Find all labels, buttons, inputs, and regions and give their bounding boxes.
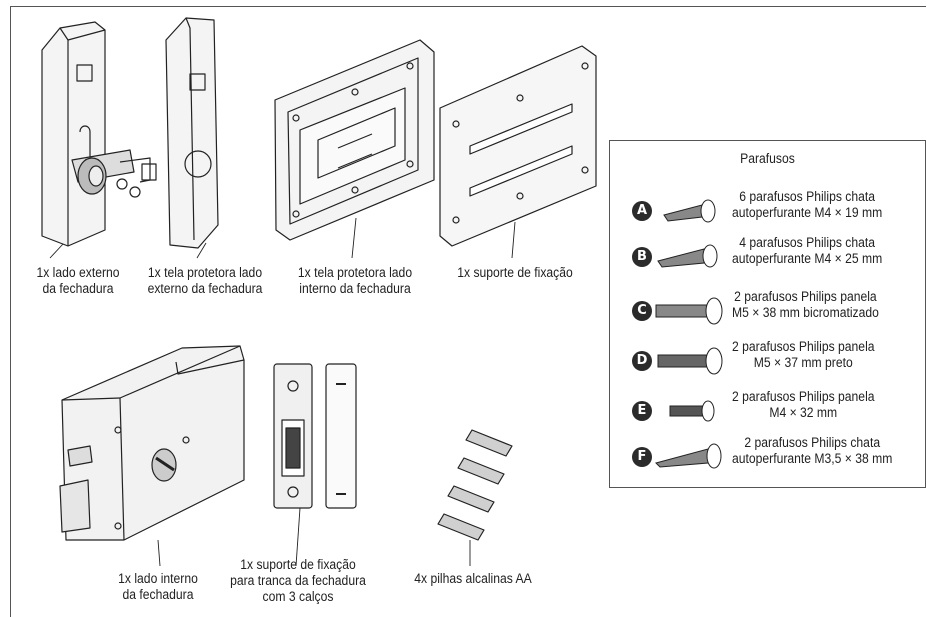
screw-f-text: 2 parafusos Philips chata autoperfurante… [732,435,893,466]
badge-e: E [632,401,652,421]
screw-d-icon [657,347,723,375]
screws-title: Parafusos [740,151,795,166]
badge-f: F [632,447,652,467]
screw-a-icon [663,199,716,223]
caption-pilhas: 4x pilhas alcalinas AA [414,571,532,586]
screw-row-c: C 2 parafusos Philips panela M5 × 38 mm … [610,285,925,333]
screw-c-icon [655,297,723,325]
frame-top-line [10,6,926,7]
screw-b-text: 4 parafusos Philips chata autoperfurante… [732,235,883,266]
badge-c: C [632,301,652,321]
screw-row-f: F 2 parafusos Philips chata autoperfuran… [610,433,925,481]
caption-suporte: 1x suporte de fixação [457,265,573,280]
caption-tela-interna: 1x tela protetora lado interno da fechad… [297,265,413,296]
batteries-drawing [437,429,513,541]
frame-left-line [10,6,11,617]
internal-lock-drawing [59,345,245,541]
screw-c-text: 2 parafusos Philips panela M5 × 38 mm bi… [732,289,879,320]
screw-e-text: 2 parafusos Philips panela M4 × 32 mm [732,389,875,420]
internal-screen-drawing [274,39,435,241]
badge-b: B [632,247,652,267]
fixing-plate-drawing [439,45,597,247]
caption-tela-externa: 1x tela protetora lado externo da fechad… [147,265,263,296]
screw-d-text: 2 parafusos Philips panela M5 × 37 mm pr… [732,339,875,370]
screw-row-b: B 4 parafusos Philips chata autoperfuran… [610,235,925,283]
screws-legend-box: Parafusos A 6 parafusos Philips chata au… [609,140,926,488]
screw-row-a: A 6 parafusos Philips chata autoperfuran… [610,187,925,235]
screw-a-text: 6 parafusos Philips chata autoperfurante… [732,189,883,220]
caption-lado-interno: 1x lado interno da fechadura [118,571,198,602]
caption-suporte-tranca: 1x suporte de fixação para tranca da fec… [230,557,366,604]
badge-d: D [632,351,652,371]
screw-row-e: E 2 parafusos Philips panela M4 × 32 mm [610,387,925,435]
screw-e-icon [669,400,715,422]
badge-a: A [632,201,652,221]
bolt-support-drawing [273,363,357,509]
external-lock-side-drawing [41,21,157,247]
screw-f-icon [655,443,722,469]
screw-row-d: D 2 parafusos Philips panela M5 × 37 mm … [610,337,925,385]
external-screen-drawing [165,17,219,249]
screw-b-icon [657,244,718,268]
caption-lado-externo: 1x lado externo da fechadura [36,265,120,296]
